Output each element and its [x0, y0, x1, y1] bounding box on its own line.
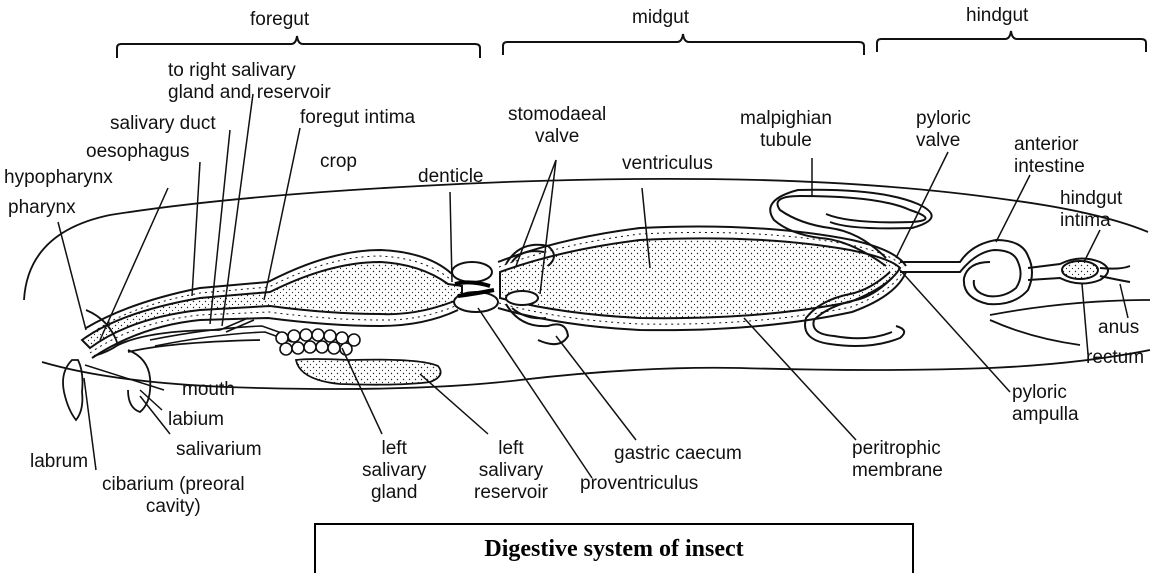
region-label-hindgut: hindgut [966, 6, 1028, 26]
label-to-right-salivary: to right salivary gland and reservoir [168, 60, 331, 104]
label-peritrophic-membrane: peritrophic membrane [852, 438, 943, 482]
salivary-gland-cells [276, 329, 360, 355]
midgut-brace [503, 34, 864, 55]
caption-box: Digestive system of insect [314, 523, 914, 573]
label-crop: crop [320, 152, 357, 172]
region-label-midgut: midgut [632, 8, 689, 28]
label-stomodaeal-valve: stomodaeal valve [508, 104, 606, 148]
label-hindgut-intima: hindgut intima [1060, 188, 1122, 232]
label-malpighian-tubule: malpighian tubule [740, 108, 832, 152]
foregut-tube [82, 250, 462, 358]
label-mouth: mouth [182, 380, 235, 400]
label-pyloric-valve: pyloric valve [916, 108, 971, 152]
label-denticle: denticle [418, 167, 484, 187]
label-left-salivary-reservoir: left salivary reservoir [474, 438, 548, 504]
label-rectum: rectum [1086, 348, 1144, 368]
label-gastric-caecum: gastric caecum [614, 444, 742, 464]
hindgut-brace [877, 31, 1146, 52]
label-ventriculus: ventriculus [622, 154, 713, 174]
label-labrum: labrum [30, 452, 88, 472]
label-salivary-duct: salivary duct [110, 114, 216, 134]
region-label-foregut: foregut [250, 10, 309, 30]
label-salivarium: salivarium [176, 440, 262, 460]
hindgut-tube [900, 240, 1130, 304]
label-cibarium: cibarium (preoral cavity) [102, 474, 245, 518]
label-labium: labium [168, 410, 224, 430]
ventriculus-shape [500, 238, 900, 318]
label-proventriculus: proventriculus [580, 474, 698, 494]
diagram-caption: Digestive system of insect [484, 536, 743, 562]
foregut-brace [117, 36, 480, 58]
salivary-reservoir [296, 359, 441, 385]
label-pharynx: pharynx [8, 198, 76, 218]
label-hypopharynx: hypopharynx [4, 168, 113, 188]
label-foregut-intima: foregut intima [300, 108, 415, 128]
label-anus: anus [1098, 318, 1139, 338]
label-anterior-intestine: anterior intestine [1014, 134, 1085, 178]
label-left-salivary-gland: left salivary gland [362, 438, 426, 504]
label-oesophagus: oesophagus [86, 142, 190, 162]
label-pyloric-ampulla: pyloric ampulla [1012, 382, 1079, 426]
